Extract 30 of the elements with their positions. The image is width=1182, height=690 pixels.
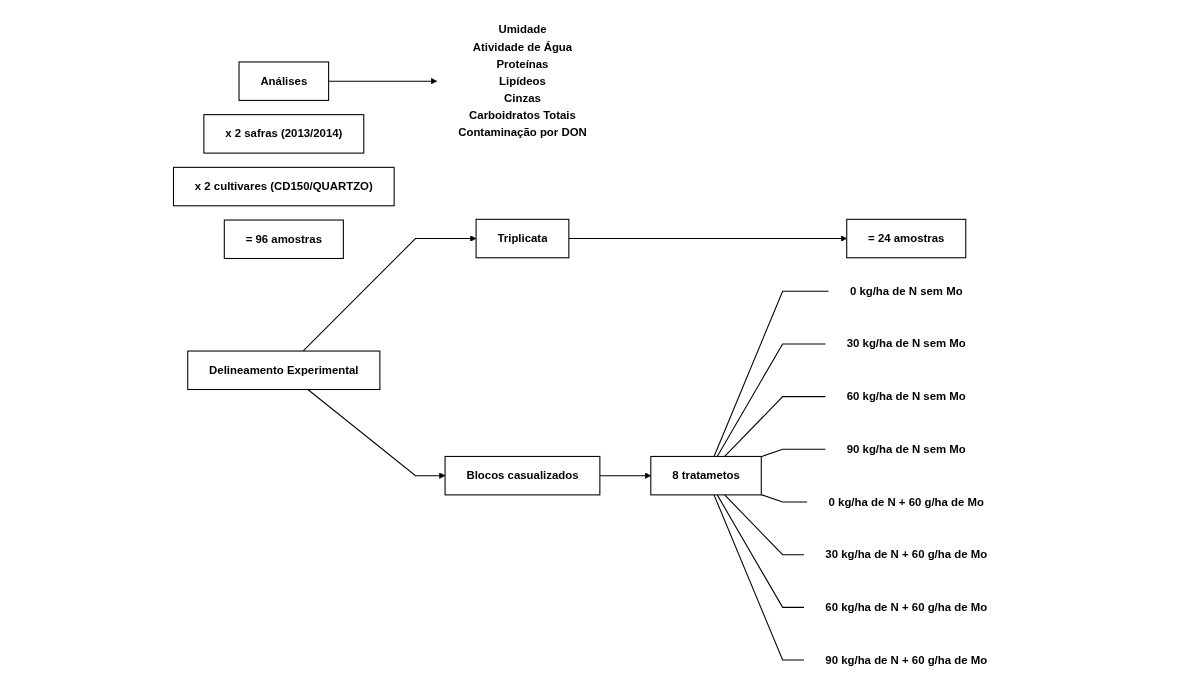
connector: [724, 494, 805, 556]
node-text: 30 kg/ha de N sem Mo: [846, 337, 966, 350]
node-text: Umidade Atividade de Água Proteínas Lipídeos Cinzas Carboidratos Totais Contaminação por DON: [458, 23, 587, 139]
node-box: x 2 cultivares (CD150/QUARTZO): [172, 166, 395, 207]
node-text: 0 kg/ha de N + 60 g/ha de Mo: [828, 495, 984, 508]
arrow: [568, 235, 847, 242]
arrow: [307, 388, 446, 479]
node-text: 60 kg/ha de N sem Mo: [846, 390, 966, 403]
node-box: = 96 amostras: [223, 219, 344, 260]
node-box: 8 tratametos: [650, 455, 762, 496]
node-text: 90 kg/ha de N + 60 g/ha de Mo: [825, 653, 988, 666]
connector: [713, 494, 805, 661]
connector: [713, 290, 830, 457]
node-text: 0 kg/ha de N sem Mo: [849, 284, 963, 297]
arrow: [328, 78, 438, 85]
connector: [760, 494, 808, 503]
node-box: x 2 safras (2013/2014): [203, 114, 365, 154]
node-text: 30 kg/ha de N + 60 g/ha de Mo: [825, 548, 988, 561]
node-box: Triplicata: [475, 218, 570, 259]
connector: [724, 396, 826, 457]
node-box: Análises: [238, 61, 330, 101]
arrow: [302, 235, 477, 352]
connector: [716, 494, 805, 608]
node-box: Delineamento Experimental: [187, 350, 381, 391]
connector: [760, 448, 826, 458]
node-text: 90 kg/ha de N sem Mo: [846, 442, 966, 456]
node-text: 60 kg/ha de N + 60 g/ha de Mo: [825, 600, 988, 614]
node-box: Blocos casualizados: [444, 455, 601, 496]
node-box: = 24 amostras: [846, 218, 967, 259]
connector: [716, 343, 826, 457]
